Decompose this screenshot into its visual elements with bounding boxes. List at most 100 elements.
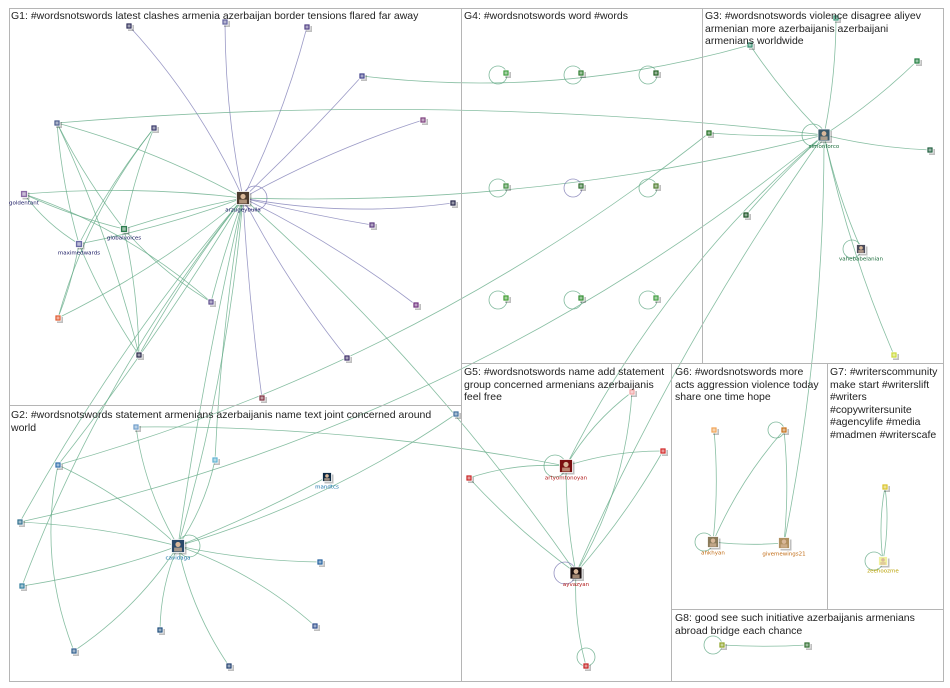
node-maximedwards[interactable]: maximedwards bbox=[58, 240, 100, 257]
node-artyomtonoyan[interactable]: artyomtonoyan bbox=[545, 459, 588, 482]
node-g8n1[interactable] bbox=[718, 641, 727, 650]
node-g1n9[interactable] bbox=[343, 354, 352, 363]
edge-arzugeybulla-g1n14 bbox=[56, 122, 244, 199]
node-g2n11[interactable] bbox=[452, 410, 461, 419]
node-g1n13[interactable] bbox=[54, 314, 63, 323]
edge-zeehoozme-g7n1 bbox=[880, 486, 886, 562]
node-g1n8[interactable] bbox=[412, 301, 421, 310]
node-g2n6[interactable] bbox=[316, 558, 325, 567]
node-g4n1[interactable] bbox=[502, 69, 511, 78]
node-g3n6[interactable] bbox=[742, 211, 751, 220]
edge-arzugeybulla-g1n9 bbox=[242, 197, 348, 359]
node-g1n6[interactable] bbox=[449, 199, 458, 208]
edge-cavidaga-g2n9 bbox=[73, 545, 179, 652]
node-g4n8[interactable] bbox=[577, 294, 586, 303]
edge-givemewings21-g6n2 bbox=[783, 429, 788, 544]
avatar-shoulders bbox=[858, 250, 864, 253]
group-title-g4: G4: #wordsnotswords word #words bbox=[464, 10, 628, 22]
edge-goldentant-g1n11 bbox=[23, 193, 212, 303]
node-g3n3[interactable] bbox=[913, 57, 922, 66]
node-g2n5[interactable] bbox=[18, 582, 27, 591]
node-g3n2[interactable] bbox=[832, 14, 841, 23]
avatar-glyph bbox=[579, 184, 583, 188]
node-g1n12[interactable] bbox=[135, 351, 144, 360]
avatar-glyph bbox=[744, 213, 748, 217]
group-box-g5 bbox=[461, 363, 672, 682]
node-mandtcs[interactable]: mandtcs bbox=[315, 472, 339, 491]
edge-g3n5-g2n3 bbox=[57, 132, 710, 466]
node-cavidaga[interactable]: cavidaga bbox=[166, 539, 191, 562]
edge-cavidaga-g2n8 bbox=[159, 545, 179, 631]
avatar-glyph bbox=[305, 25, 309, 29]
node-g4n3[interactable] bbox=[652, 69, 661, 78]
node-g4n6[interactable] bbox=[652, 182, 661, 191]
node-g4n9[interactable] bbox=[652, 294, 661, 303]
node-label-cavidaga: cavidaga bbox=[166, 556, 191, 562]
node-g1n3[interactable] bbox=[303, 23, 312, 32]
node-g4n2[interactable] bbox=[577, 69, 586, 78]
node-g4n5[interactable] bbox=[577, 182, 586, 191]
node-g1n5[interactable] bbox=[419, 116, 428, 125]
node-g2n8[interactable] bbox=[156, 626, 165, 635]
node-g1n1[interactable] bbox=[125, 22, 134, 31]
node-g6n2[interactable] bbox=[780, 426, 789, 435]
node-g3n1[interactable] bbox=[746, 41, 755, 50]
avatar-glyph bbox=[56, 463, 60, 467]
node-ayvazyan[interactable]: ayvazyan bbox=[563, 566, 590, 588]
avatar-glyph bbox=[720, 643, 724, 647]
node-g6n1[interactable] bbox=[710, 426, 719, 435]
node-g5n4[interactable] bbox=[582, 662, 591, 671]
avatar-shoulders bbox=[324, 478, 330, 481]
avatar-glyph bbox=[748, 43, 752, 47]
node-g4n7[interactable] bbox=[502, 294, 511, 303]
edge-arzugeybulla-goldentant bbox=[23, 189, 244, 199]
node-globalvoices[interactable]: globalvoices bbox=[107, 225, 141, 242]
node-g3n4[interactable] bbox=[926, 146, 935, 155]
node-g1n2[interactable] bbox=[221, 18, 230, 27]
node-g1n10[interactable] bbox=[258, 394, 267, 403]
node-g5n3[interactable] bbox=[659, 447, 668, 456]
node-g2n9[interactable] bbox=[70, 647, 79, 656]
edge-simonforco-g3n7 bbox=[823, 134, 895, 356]
edge-arzugeybulla-g1n2 bbox=[224, 21, 244, 199]
edge-artyomtonoyan-ayvazyan bbox=[565, 465, 577, 574]
node-givemewings21[interactable]: givemewings21 bbox=[762, 537, 806, 558]
avatar-head bbox=[175, 541, 181, 548]
node-g5n1[interactable] bbox=[465, 474, 474, 483]
avatar-glyph bbox=[579, 71, 583, 75]
avatar-glyph bbox=[654, 296, 658, 300]
node-g1n11[interactable] bbox=[207, 298, 216, 307]
node-g2n1[interactable] bbox=[132, 423, 141, 432]
node-ahkhyan[interactable]: ahkhyan bbox=[701, 536, 725, 557]
node-simonforco[interactable]: simonforco bbox=[809, 128, 840, 150]
edge-arzugeybulla-cavidaga bbox=[177, 197, 244, 547]
node-vahebabelanian[interactable]: vahebabelanian bbox=[839, 244, 884, 263]
edge-layer bbox=[19, 17, 931, 667]
group-box-g8 bbox=[671, 609, 944, 682]
node-zeehoozme[interactable]: zeehoozme bbox=[867, 556, 899, 575]
node-g7n1[interactable] bbox=[881, 483, 890, 492]
node-g2n2[interactable] bbox=[211, 456, 220, 465]
node-g1n14[interactable] bbox=[53, 119, 62, 128]
node-g3n7[interactable] bbox=[890, 351, 899, 360]
node-g2n4[interactable] bbox=[16, 518, 25, 527]
node-g2n3[interactable] bbox=[54, 461, 63, 470]
edge-arzugeybulla-g1n12 bbox=[138, 197, 244, 356]
node-g3n5[interactable] bbox=[705, 129, 714, 138]
group-box-g2 bbox=[9, 405, 462, 682]
node-g1n4[interactable] bbox=[358, 72, 367, 81]
node-g4n4[interactable] bbox=[502, 182, 511, 191]
node-goldentant[interactable]: goldentant bbox=[9, 190, 40, 207]
node-g2n10[interactable] bbox=[225, 662, 234, 671]
node-g1n15[interactable] bbox=[150, 124, 159, 133]
node-arzugeybulla[interactable]: arzugeybulla bbox=[225, 191, 261, 214]
node-g8n2[interactable] bbox=[803, 641, 812, 650]
node-g2n7[interactable] bbox=[311, 622, 320, 631]
node-g5n2[interactable] bbox=[628, 388, 637, 397]
node-label-mandtcs: mandtcs bbox=[315, 485, 339, 491]
node-g1n7[interactable] bbox=[368, 221, 377, 230]
node-label-globalvoices: globalvoices bbox=[107, 236, 141, 242]
edge-artyomtonoyan-g5n1 bbox=[468, 464, 567, 479]
avatar-glyph bbox=[152, 126, 156, 130]
edge-arzugeybulla-g1n11 bbox=[210, 197, 244, 303]
